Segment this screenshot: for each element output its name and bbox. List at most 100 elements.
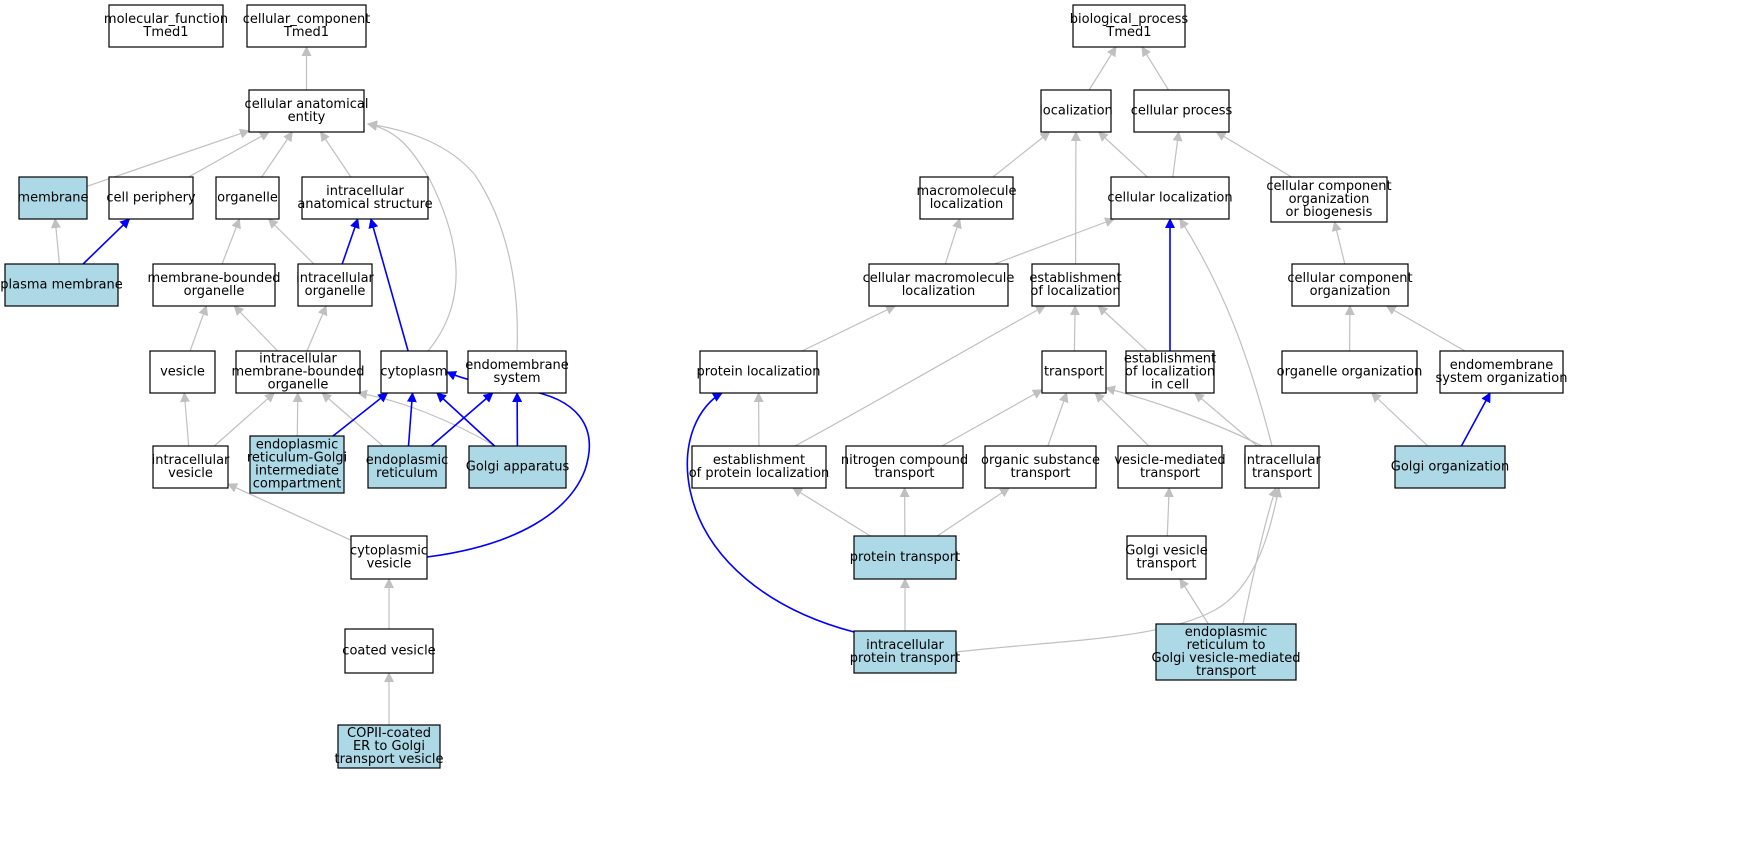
node-label: reticulum: [376, 466, 438, 481]
node-box: [868, 263, 1009, 307]
edge-ipt-to-it: [955, 487, 1282, 653]
node-box: [18, 176, 88, 220]
edge-golgi-to-imbo: [357, 389, 496, 447]
edge-endo-to-cae: [367, 120, 518, 352]
node-trans[interactable]: transport: [1041, 350, 1107, 394]
edge-it-to-eolc: [1194, 392, 1258, 447]
node-box: [699, 350, 818, 394]
node-box: [984, 445, 1097, 489]
node-label: transport: [1252, 466, 1312, 481]
node-pt[interactable]: protein transport: [850, 535, 960, 580]
edge-ergic-to-imbo: [292, 392, 303, 437]
node-label: of localization: [1030, 284, 1120, 299]
node-box: [691, 445, 827, 489]
node-box: [215, 176, 280, 220]
node-box: [367, 445, 447, 489]
node-label: transport: [1010, 466, 1070, 481]
edge-cv-to-iv: [227, 483, 352, 541]
node-label: biological_process: [1070, 12, 1189, 27]
node-box: [1270, 176, 1388, 223]
node-box: [1439, 350, 1564, 394]
edge-io-to-organelle: [267, 218, 315, 265]
node-box: [248, 89, 365, 133]
node-box: [4, 263, 119, 307]
node-golgi[interactable]: Golgi apparatus: [466, 445, 570, 489]
node-label: or biogenesis: [1286, 205, 1373, 220]
node-box: [1125, 350, 1215, 394]
edge-go-to-oo: [1370, 392, 1429, 447]
edge-iv-to-imbo: [213, 392, 275, 447]
node-box: [249, 435, 345, 494]
node-label: macromolecule: [916, 184, 1016, 199]
node-label: membrane-bounded: [231, 365, 364, 380]
node-box: [108, 4, 224, 48]
node-label: Golgi apparatus: [466, 460, 570, 475]
node-ergic[interactable]: endoplasmicreticulum-Golgiintermediateco…: [247, 435, 347, 494]
node-label: intracellular: [259, 352, 337, 367]
node-label: transport: [1196, 664, 1256, 679]
node-label: intracellular: [866, 638, 944, 653]
node-oo[interactable]: organelle organization: [1277, 350, 1423, 394]
node-pm[interactable]: plasma membrane: [0, 263, 123, 307]
edge-er-to-cyto: [406, 392, 417, 447]
node-label: reticulum to: [1187, 638, 1266, 653]
node-prl[interactable]: protein localization: [697, 350, 821, 394]
node-label: cytoplasm: [380, 365, 447, 380]
node-label: system: [494, 371, 541, 386]
node-box: [1126, 535, 1207, 580]
node-cyto[interactable]: cytoplasm: [380, 350, 448, 394]
edge-ml-to-loc: [992, 131, 1051, 178]
node-coated[interactable]: coated vesicle: [342, 628, 436, 674]
edge-cellper-to-cae: [188, 131, 270, 178]
node-loc[interactable]: localization: [1039, 89, 1113, 133]
node-label: localization: [1039, 104, 1113, 119]
node-membrane[interactable]: membrane: [17, 176, 89, 220]
edge-epl-to-eol: [794, 305, 1046, 447]
node-label: membrane: [17, 191, 88, 206]
node-box: [853, 630, 957, 674]
node-vesicle[interactable]: vesicle: [149, 350, 216, 394]
edge-ccob-to-cp: [1215, 131, 1292, 178]
node-cp[interactable]: cellular process: [1131, 89, 1233, 133]
node-label: protein transport: [850, 651, 960, 666]
node-label: establishment: [1124, 352, 1216, 367]
node-label: cellular component: [1266, 179, 1391, 194]
node-cellper[interactable]: cell periphery: [106, 176, 196, 220]
node-label: of localization: [1125, 365, 1215, 380]
node-label: cell periphery: [106, 191, 196, 206]
node-organelle[interactable]: organelle: [215, 176, 280, 220]
node-go[interactable]: Golgi organization: [1391, 445, 1509, 489]
node-label: transport: [874, 466, 934, 481]
node-cl[interactable]: cellular localization: [1107, 176, 1233, 220]
